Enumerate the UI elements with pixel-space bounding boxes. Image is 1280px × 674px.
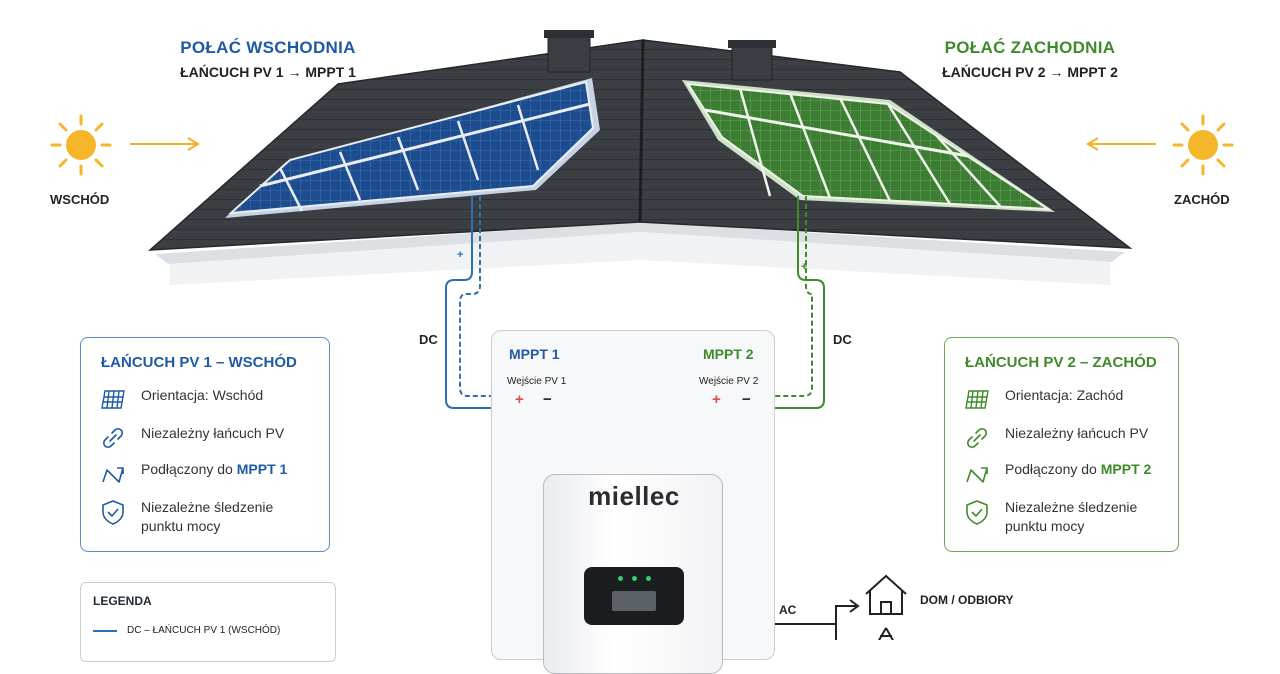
card-pv2-independent-row: Niezależny łańcuch PV — [963, 424, 1148, 452]
card-pv2-tracking-row: Niezależne śledzenie punktu mocy — [963, 498, 1137, 536]
card-pv1-independent-row: Niezależny łańcuch PV — [99, 424, 284, 452]
input2-label: Wejście PV 2 — [699, 376, 759, 387]
mppt2-plus: + — [712, 391, 721, 408]
roof-scene: + + — [130, 30, 1156, 640]
card-pv2-connected-row: Podłączony do MPPT 2 — [963, 460, 1151, 488]
legend-box: LEGENDA DC – ŁAŃCUCH PV 1 (WSCHÓD) — [80, 582, 336, 662]
card-pv1-connected-prefix: Podłączony do — [141, 461, 237, 477]
grid-tower-icon — [877, 627, 895, 640]
shield-check-icon — [102, 500, 124, 525]
house-label: DOM / ODBIORY — [920, 593, 1014, 607]
mppt1-label: MPPT 1 — [509, 346, 560, 362]
inverter-brand-logo: miellec — [588, 481, 680, 511]
status-led-3 — [646, 576, 651, 581]
connection-icon — [966, 467, 988, 483]
roof-fascia — [155, 222, 1125, 264]
solar-array-east — [225, 78, 600, 218]
east-title: POŁAĆ WSCHODNIA — [180, 38, 356, 57]
card-pv2-orientation-row: Orientacja: Zachód — [963, 386, 1123, 414]
card-pv2-title: ŁAŃCUCH PV 2 – ZACHÓD — [965, 354, 1157, 371]
sun-label-east: WSCHÓD — [50, 192, 110, 207]
card-pv2-connected-target: MPPT 2 — [1100, 461, 1152, 477]
sun-icon — [1172, 114, 1234, 176]
input1-label: Wejście PV 1 — [507, 376, 567, 387]
cable-polarity-east: + — [457, 249, 463, 261]
card-pv1-title: ŁAŃCUCH PV 1 – WSCHÓD — [101, 354, 297, 371]
card-pv2-orientation: Orientacja: Zachód — [1005, 387, 1124, 403]
legend-line-blue — [93, 629, 117, 632]
mppt1-minus: − — [543, 391, 552, 408]
solar-array-west — [682, 80, 1055, 212]
ac-label: AC — [779, 603, 797, 617]
card-pv1-independent: Niezależny łańcuch PV — [141, 425, 285, 441]
legend-item-pv1-label: DC – ŁAŃCUCH PV 1 (WSCHÓD) — [127, 625, 281, 636]
sun-arrow-west — [1086, 137, 1156, 151]
solar-panel-icon — [101, 390, 125, 409]
card-pv1-orientation-row: Orientacja: Wschód — [99, 386, 263, 414]
mppt2-minus: − — [742, 391, 751, 408]
roof-ridge — [638, 39, 645, 223]
legend-title: LEGENDA — [93, 594, 152, 608]
sun-arrow-east — [130, 137, 200, 151]
connection-icon — [102, 467, 124, 483]
east-subtitle: ŁAŃCUCH PV 1 → MPPT 1 — [180, 64, 356, 80]
legend-item-pv1: DC – ŁAŃCUCH PV 1 (WSCHÓD) — [93, 625, 280, 636]
card-pv2-independent: Niezależny łańcuch PV — [1005, 425, 1149, 441]
chimney-left — [544, 30, 594, 73]
west-subtitle: ŁAŃCUCH PV 2 → MPPT 2 — [942, 64, 1118, 80]
status-led-1 — [618, 576, 623, 581]
card-pv1-tracking-2: punktu mocy — [141, 518, 221, 534]
card-pv1-orientation: Orientacja: Wschód — [141, 387, 264, 403]
ac-output-lines — [720, 599, 860, 640]
card-pv1-east: ŁAŃCUCH PV 1 – WSCHÓD Orientacja: Wschód… — [80, 337, 330, 552]
mppt2-label: MPPT 2 — [703, 346, 754, 362]
card-pv2-west: ŁAŃCUCH PV 2 – ZACHÓD Orientacja: Zachód… — [944, 337, 1179, 552]
cable-polarity-west: + — [801, 261, 807, 273]
shield-check-icon — [966, 500, 988, 525]
house-icon — [865, 574, 907, 615]
solar-panel-icon — [965, 390, 989, 409]
card-pv1-tracking-1: Niezależne śledzenie — [141, 499, 274, 515]
east-header: POŁAĆ WSCHODNIA ŁAŃCUCH PV 1 → MPPT 1 — [138, 38, 398, 80]
dc-label-east: DC — [419, 332, 438, 347]
west-title: POŁAĆ ZACHODNIA — [944, 38, 1116, 57]
inverter-screen — [612, 591, 656, 611]
card-pv2-tracking-2: punktu mocy — [1005, 518, 1085, 534]
card-pv2-connected-prefix: Podłączony do — [1005, 461, 1101, 477]
sun-label-west: ZACHÓD — [1174, 192, 1230, 207]
west-header: POŁAĆ ZACHODNIA ŁAŃCUCH PV 2 → MPPT 2 — [900, 38, 1160, 80]
card-pv1-connected-row: Podłączony do MPPT 1 — [99, 460, 287, 488]
roof-soffit — [170, 232, 1110, 285]
chimney-right — [728, 40, 776, 81]
inverter-device: miellec — [543, 474, 723, 674]
sun-icon — [50, 114, 112, 176]
mppt1-plus: + — [515, 391, 524, 408]
link-icon — [966, 427, 988, 449]
inverter-display — [584, 567, 684, 625]
card-pv2-tracking-1: Niezależne śledzenie — [1005, 499, 1138, 515]
card-pv1-connected-target: MPPT 1 — [236, 461, 288, 477]
link-icon — [102, 427, 124, 449]
dc-label-west: DC — [833, 332, 852, 347]
status-led-2 — [632, 576, 637, 581]
card-pv1-tracking-row: Niezależne śledzenie punktu mocy — [99, 498, 273, 536]
